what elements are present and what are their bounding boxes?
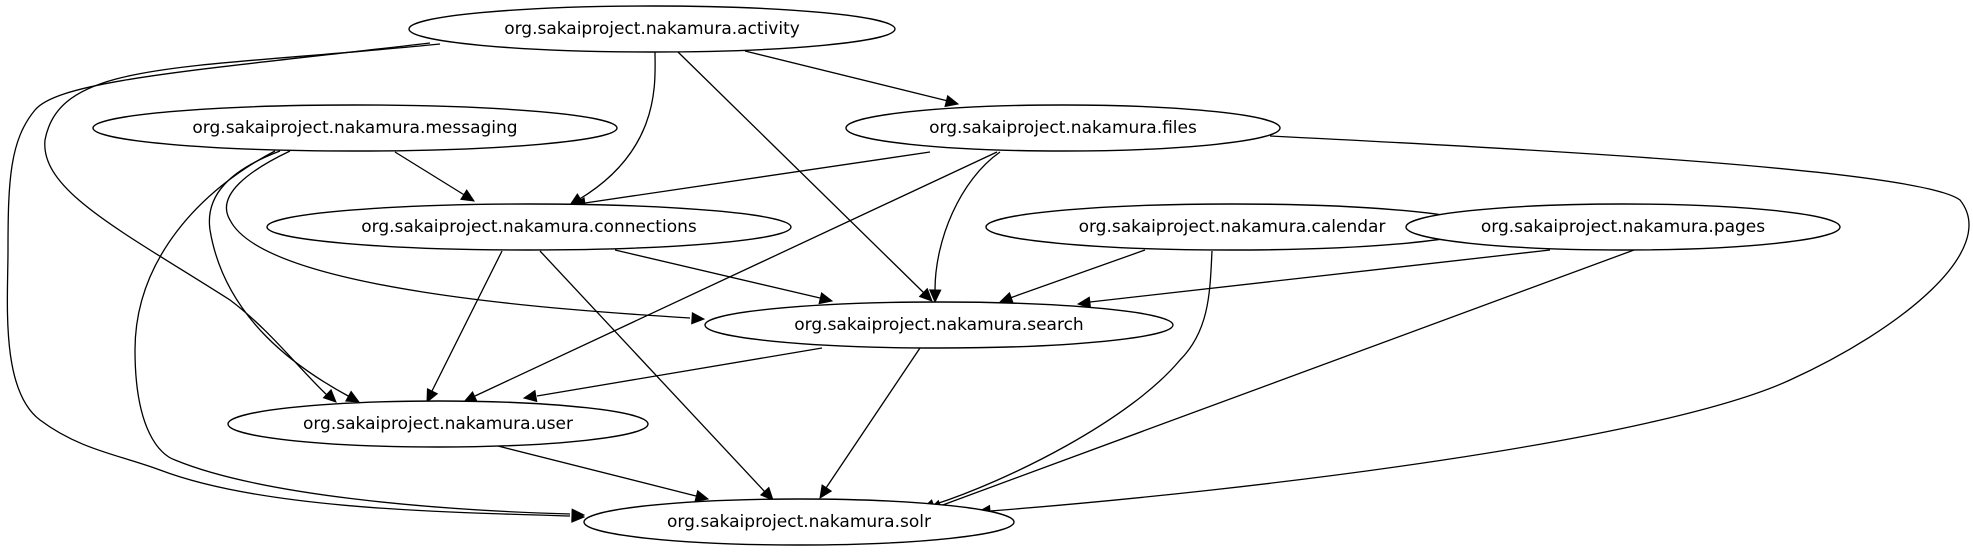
node-calendar[interactable]: org.sakaiproject.nakamura.calendar: [985, 203, 1479, 251]
edge-line: [134, 150, 571, 515]
edge-messaging-to-connections: [394, 151, 476, 202]
node-label: org.sakaiproject.nakamura.messaging: [192, 118, 517, 138]
node-ellipse: [583, 498, 1015, 546]
arrowhead-icon: [522, 389, 538, 403]
node-ellipse: [1405, 203, 1841, 251]
edge-files-to-search: [928, 151, 1001, 304]
edge-line: [474, 151, 998, 397]
node-label: org.sakaiproject.nakamura.pages: [1481, 217, 1765, 237]
arrowhead-icon: [460, 189, 476, 202]
node-ellipse: [227, 400, 649, 448]
edge-connections-to-search: [614, 249, 834, 305]
edges-layer: [6, 42, 1970, 523]
edge-line: [939, 249, 1635, 507]
edge-line: [989, 135, 1970, 512]
arrowhead-icon: [759, 486, 774, 501]
arrowhead-icon: [426, 388, 439, 404]
node-label: org.sakaiproject.nakamura.user: [303, 414, 573, 434]
arrowhead-icon: [944, 94, 960, 108]
node-ellipse: [92, 104, 618, 152]
node-label: org.sakaiproject.nakamura.search: [794, 315, 1083, 335]
edge-line: [225, 150, 691, 319]
edge-files-to-connections: [571, 151, 931, 210]
node-activity[interactable]: org.sakaiproject.nakamura.activity: [408, 5, 896, 53]
arrowhead-icon: [571, 508, 586, 521]
edge-line: [431, 250, 503, 392]
edge-activity-to-user: [44, 43, 441, 403]
edge-line: [614, 249, 821, 299]
edge-line: [932, 250, 1213, 506]
node-ellipse: [408, 5, 896, 53]
node-label: org.sakaiproject.nakamura.connections: [361, 217, 697, 237]
node-label: org.sakaiproject.nakamura.files: [929, 118, 1197, 138]
edge-messaging-to-search: [225, 150, 706, 325]
arrowhead-icon: [918, 287, 933, 302]
edge-line: [497, 445, 697, 497]
edge-search-to-solr: [819, 347, 921, 499]
edge-calendar-to-solr: [920, 250, 1213, 512]
edge-line: [6, 42, 571, 517]
edge-line: [677, 51, 925, 294]
edge-line: [394, 151, 467, 197]
arrowhead-icon: [928, 289, 942, 304]
node-files[interactable]: org.sakaiproject.nakamura.files: [845, 104, 1281, 152]
edge-activity-to-search: [677, 51, 933, 302]
arrowhead-icon: [691, 311, 706, 325]
arrowhead-icon: [819, 484, 833, 499]
arrowhead-icon: [1076, 296, 1092, 309]
node-ellipse: [704, 301, 1174, 349]
node-messaging[interactable]: org.sakaiproject.nakamura.messaging: [92, 104, 618, 152]
edge-line: [744, 50, 949, 102]
node-label: org.sakaiproject.nakamura.calendar: [1079, 217, 1386, 237]
edge-user-to-solr: [497, 445, 710, 503]
edge-connections-to-solr: [539, 250, 774, 501]
edge-pages-to-search: [1076, 249, 1551, 309]
edge-line: [208, 150, 351, 398]
edge-line: [539, 250, 766, 493]
edge-line: [584, 151, 931, 204]
node-connections[interactable]: org.sakaiproject.nakamura.connections: [266, 203, 792, 251]
edge-line: [44, 43, 441, 397]
edge-line: [536, 347, 823, 397]
edge-connections-to-user: [426, 250, 503, 404]
edge-line: [934, 151, 1001, 291]
arrowhead-icon: [345, 390, 361, 403]
arrowhead-icon: [694, 489, 710, 503]
arrowhead-icon: [322, 388, 337, 403]
edge-messaging-to-solr: [134, 150, 586, 521]
node-ellipse: [266, 203, 792, 251]
node-ellipse: [845, 104, 1281, 152]
edge-line: [1089, 249, 1551, 303]
node-label: org.sakaiproject.nakamura.activity: [504, 19, 800, 39]
edge-line: [1009, 249, 1146, 299]
nodes-layer: org.sakaiproject.nakamura.activity org.sa…: [92, 5, 1841, 546]
node-pages[interactable]: org.sakaiproject.nakamura.pages: [1405, 203, 1841, 251]
edge-messaging-to-user: [208, 150, 361, 403]
arrowhead-icon: [998, 291, 1014, 304]
edge-line: [825, 347, 921, 489]
edge-calendar-to-search: [998, 249, 1146, 304]
node-search[interactable]: org.sakaiproject.nakamura.search: [704, 301, 1174, 349]
node-label: org.sakaiproject.nakamura.solr: [667, 512, 931, 532]
edge-search-to-user: [522, 347, 823, 403]
arrowhead-icon: [818, 292, 834, 305]
edge-line: [577, 51, 656, 201]
node-user[interactable]: org.sakaiproject.nakamura.user: [227, 400, 649, 448]
edge-activity-to-files: [744, 50, 960, 108]
node-solr[interactable]: org.sakaiproject.nakamura.solr: [583, 498, 1015, 546]
